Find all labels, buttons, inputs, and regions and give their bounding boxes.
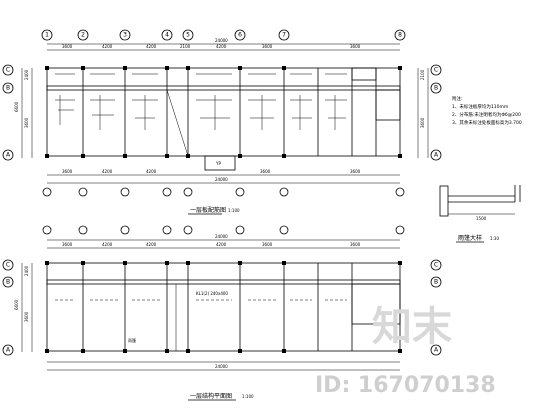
notes-title: 附注: xyxy=(452,95,463,102)
watermark: 知末 ID: 167070138 xyxy=(315,304,496,398)
axis-label: 8 xyxy=(398,32,402,39)
left-dim: 2400 xyxy=(24,265,29,276)
top-axis-bubbles-left: C B A C B A xyxy=(2,64,442,161)
top-bay-dim: 4200 xyxy=(216,44,227,49)
axis-label: 3 xyxy=(123,32,127,39)
bay-dim: 3600 xyxy=(62,169,73,174)
axis-label: B xyxy=(434,279,438,286)
axis-label: 7 xyxy=(282,32,286,39)
top-bay-dim: 3600 xyxy=(62,44,73,49)
axis-label: A xyxy=(434,152,439,159)
left-dim: 3600 xyxy=(24,311,29,322)
rebar-marks xyxy=(55,73,347,130)
bottom-plan-scale: 1:100 xyxy=(242,394,254,399)
top-axis-bubbles-bottom xyxy=(42,187,405,197)
top-bay-dim: 3600 xyxy=(350,44,361,49)
bottom-floor-plan: 24000 3600 4200 4200 4200 3600 3600 C B … xyxy=(2,225,442,401)
top-plan-title: 一层板配筋图 xyxy=(190,206,226,214)
top-grid-walls xyxy=(45,66,402,158)
bottom-total-dim-2: 24000 xyxy=(215,364,228,369)
bay-dim: 4200 xyxy=(216,242,227,247)
axis-label: 4 xyxy=(165,32,169,39)
detail-dim: 1500 xyxy=(476,216,487,221)
axis-label: C xyxy=(6,67,10,74)
bay-dim: 3600 xyxy=(260,169,271,174)
axis-label: A xyxy=(6,347,11,354)
bay-dim: 4200 xyxy=(102,169,113,174)
bay-dim: 4200 xyxy=(102,242,113,247)
canopy-box xyxy=(204,155,236,171)
axis-label: B xyxy=(434,85,438,92)
bottom-axis-bubbles xyxy=(42,225,405,235)
note-item: 2、分布筋:未注明者均为Φ6@200 xyxy=(452,111,521,118)
top-axis-bubbles: 1 2 3 4 5 6 7 8 xyxy=(41,29,406,41)
axis-label: B xyxy=(6,85,10,92)
axis-label: B xyxy=(6,279,10,286)
axis-label: C xyxy=(434,262,438,269)
axis-label: 5 xyxy=(186,32,190,39)
axis-label: 6 xyxy=(238,32,242,39)
building-outline-bottom xyxy=(46,262,401,352)
axis-label: C xyxy=(434,67,438,74)
left-dim: 2400 xyxy=(24,69,29,80)
top-bay-dim: 2100 xyxy=(180,44,191,49)
bay-dim: 3600 xyxy=(350,242,361,247)
axis-label: C xyxy=(6,262,10,269)
top-bottom-bay-dims: 3600 4200 4200 3600 3600 xyxy=(62,169,361,174)
right-dim: 3600 xyxy=(420,117,425,128)
top-bay-dims: 3600 4200 4200 2100 4200 3600 3600 xyxy=(62,44,361,49)
bottom-axis-bubbles-left: C B A C B A xyxy=(2,259,442,356)
bay-dim: 4200 xyxy=(146,169,157,174)
left-dim: 6600 xyxy=(14,299,19,310)
axis-label: A xyxy=(6,152,11,159)
top-bay-dim: 4200 xyxy=(146,44,157,49)
axis-label: 1 xyxy=(45,32,49,39)
canopy-note: 雨篷 xyxy=(128,337,136,343)
bottom-plan-title: 一层结构平面图 xyxy=(190,392,232,400)
watermark-id: ID: 167070138 xyxy=(315,373,496,398)
detail-scale: 1:30 xyxy=(490,236,499,241)
top-total-dim: 24000 xyxy=(215,38,228,43)
axis-label: 2 xyxy=(81,32,85,39)
bay-dim: 3600 xyxy=(62,242,73,247)
top-floor-plan: 24000 3600 4200 4200 2100 4200 3600 3600… xyxy=(2,29,442,215)
note-item: 1、未标注板厚均为110mm xyxy=(452,103,508,110)
bottom-bay-dims: 3600 4200 4200 4200 3600 3600 xyxy=(62,242,361,247)
top-plan-scale: 1:100 xyxy=(228,208,240,213)
note-item: 3、其余未标注处板面标高为3.700 xyxy=(452,119,522,126)
notes-block: 附注: 1、未标注板厚均为110mm 2、分布筋:未注明者均为Φ6@200 3、… xyxy=(452,95,522,126)
top-bay-dim: 4200 xyxy=(102,44,113,49)
top-bay-dim: 3600 xyxy=(262,44,273,49)
bottom-grid xyxy=(45,261,402,353)
bay-dim: 4200 xyxy=(146,242,157,247)
bay-dim: 3600 xyxy=(262,242,273,247)
left-dim: 6600 xyxy=(14,101,19,112)
left-dim: 3600 xyxy=(24,117,29,128)
right-dim: 2100 xyxy=(420,69,425,80)
bottom-total-dim: 24000 xyxy=(215,234,228,239)
watermark-logo: 知末 xyxy=(372,304,452,350)
detail-title: 雨篷大样 xyxy=(458,234,482,242)
canopy-label: YP xyxy=(215,161,221,166)
beam-label: KL1(2) 240x400 xyxy=(196,291,228,296)
axis-label: A xyxy=(434,347,439,354)
top-total-dim-bottom: 24000 xyxy=(215,177,228,182)
bay-dim: 3600 xyxy=(350,169,361,174)
canopy-detail: 1500 雨篷大样 1:30 xyxy=(439,185,521,243)
